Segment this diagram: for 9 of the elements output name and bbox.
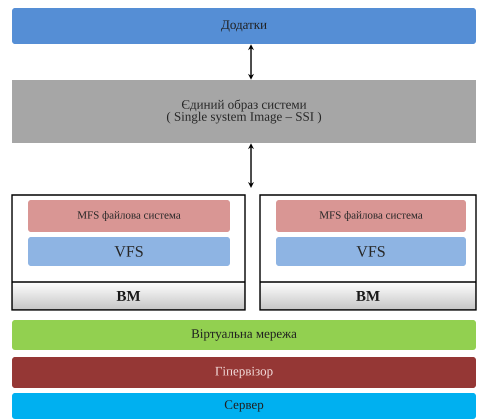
layer-bar: Єдиний образ системи ( Single system Image – SSI ) — [12, 80, 476, 143]
layer-bar: Віртуальна мережа — [12, 320, 476, 350]
layer-bar: Додатки — [12, 8, 476, 44]
layer-bar: Гіпервізор — [12, 356, 476, 388]
layer-bar: VFS — [276, 237, 466, 266]
layer-bar: VFS — [28, 237, 230, 266]
layer-bar: MFS файлова система — [28, 200, 230, 232]
layer-bar: MFS файлова система — [276, 200, 466, 232]
layer-bar: Сервер — [12, 392, 476, 419]
